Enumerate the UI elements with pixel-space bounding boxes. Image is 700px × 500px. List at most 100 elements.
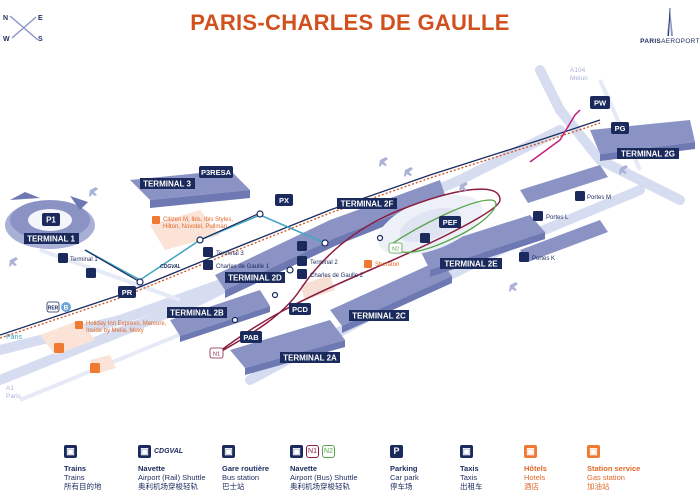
train-icon xyxy=(533,211,543,221)
label-terminal-2e: TERMINAL 2E xyxy=(444,260,498,269)
legend-title: Gare routière xyxy=(222,464,270,473)
station-terminal-3: Terminal 3 xyxy=(216,251,244,257)
legend-title: Hôtels xyxy=(524,464,547,473)
a1-paris-label: Paris xyxy=(6,393,22,400)
logo-suffix: AEROPORT xyxy=(661,38,700,45)
legend-sub: Hotels xyxy=(524,473,546,482)
legend-sub: Taxis xyxy=(460,473,478,482)
train-icon xyxy=(203,260,213,270)
shuttle-tags: N1 N2 xyxy=(209,242,403,359)
rer-label: RER xyxy=(48,306,59,312)
parking-pr: PR xyxy=(122,288,133,297)
legend-sub: Airport (Bus) Shuttle xyxy=(290,473,358,482)
paris-aeroport-logo: PARISAEROPORT xyxy=(640,6,700,48)
hotel-roissy-line2: Inside by Melia, Moxy xyxy=(86,328,144,334)
bus-shuttle-n1 xyxy=(214,188,501,356)
label-terminal-3: TERMINAL 3 xyxy=(143,180,191,189)
station-terminal-1: Terminal 1 xyxy=(70,257,98,263)
bus-icon: ▣ xyxy=(222,445,235,458)
train-icon xyxy=(575,191,585,201)
legend-title: Trains xyxy=(64,464,87,473)
station-cdg1: Charles de Gaulle 1 xyxy=(216,264,270,270)
legend-sub: Airport (Rail) Shuttle xyxy=(138,473,206,482)
rer-b-label: B xyxy=(64,305,69,312)
hotel-icon: ▣ xyxy=(524,445,537,458)
legend-title: Taxis xyxy=(460,464,479,473)
legend-title: Station service xyxy=(587,464,641,473)
bus-icon: ▣ xyxy=(290,445,303,458)
hotel-sheraton: Sheraton xyxy=(375,262,399,268)
label-terminal-1: TERMINAL 1 xyxy=(27,235,75,244)
taxi-icon xyxy=(420,233,430,243)
legend-zh: 巴士站 xyxy=(222,482,245,491)
parking-px: PX xyxy=(279,196,289,205)
parking-p3resa: P3RESA xyxy=(201,168,232,177)
compass-w: W xyxy=(3,36,10,43)
P-icon: P xyxy=(390,445,403,458)
hotel-roissy-line1: Holiday Inn Express, Mercure, xyxy=(86,321,167,327)
label-terminal-2d: TERMINAL 2D xyxy=(228,274,282,283)
station-portes-k: Portes K xyxy=(532,256,555,262)
compass-e: E xyxy=(38,15,43,22)
station-cdg2: Charles de Gaulle 2 xyxy=(310,273,364,279)
legend-title: Navette xyxy=(290,464,318,473)
legend-tag-n1: N1 xyxy=(306,445,319,458)
station-portes-l: Portes L xyxy=(546,215,569,221)
melun-label: Melun xyxy=(570,75,588,82)
a104-label: A104 xyxy=(570,67,586,74)
parking-tags: P1 P3RESA PX PR PCD PAB PEF PW PG xyxy=(42,96,629,343)
paris-direction-rail: Paris xyxy=(6,334,22,341)
label-terminal-2a: TERMINAL 2A xyxy=(283,354,337,363)
parking-pw: PW xyxy=(594,99,607,108)
legend-sub: Bus station xyxy=(222,473,260,482)
legend-zh: 奥利机场穿梭轻轨 xyxy=(138,482,198,491)
train-icon: ▣ xyxy=(138,445,151,458)
hotel-icon xyxy=(364,260,372,268)
legend-title: Parking xyxy=(390,464,418,473)
compass-s: S xyxy=(38,36,43,43)
parking-pg: PG xyxy=(615,124,626,133)
legend-tag: CDGVAL xyxy=(154,448,184,455)
cdgval-label: CDGVAL xyxy=(160,264,181,270)
taxi-icons xyxy=(86,233,430,278)
station-labels: Terminal 1 Terminal 3 Charles de Gaulle … xyxy=(58,191,611,279)
parking-p1: P1 xyxy=(46,216,56,225)
train-icon xyxy=(519,252,529,262)
train-icon: ▣ xyxy=(64,445,77,458)
taxi-icon xyxy=(297,241,307,251)
fuel-icon: ▣ xyxy=(587,445,600,458)
legend-tag-n2: N2 xyxy=(322,445,335,458)
parking-pef: PEF xyxy=(443,218,458,227)
hotel-labels: Citizen M, Ibis, Ibis Styles, Hilton, No… xyxy=(75,216,399,334)
hotel-icon xyxy=(75,321,83,329)
tag-n1: N1 xyxy=(213,352,220,358)
legend-zh: 所有目的地 xyxy=(64,482,102,491)
label-terminal-2c: TERMINAL 2C xyxy=(352,312,406,321)
legend-title: Navette xyxy=(138,464,166,473)
train-icon xyxy=(297,256,307,266)
rer-b-marker: RER B Paris A1 Paris A104 Melun xyxy=(6,67,588,400)
parking-pcd: PCD xyxy=(292,305,308,314)
hotel-icon xyxy=(152,216,160,224)
logo-prefix: PARIS xyxy=(640,38,662,45)
legend-sub: Gas station xyxy=(587,473,625,482)
taxi-icon: ▣ xyxy=(460,445,473,458)
hotel-t3-line1: Citizen M, Ibis, Ibis Styles, xyxy=(163,217,233,223)
gas-station-icons xyxy=(54,343,100,373)
legend-zh: 出租车 xyxy=(460,482,483,491)
bus-shuttle-n2 xyxy=(389,199,497,253)
train-icon xyxy=(297,269,307,279)
map-title: PARIS-CHARLES DE GAULLE xyxy=(190,10,510,35)
label-terminal-2b: TERMINAL 2B xyxy=(170,309,224,318)
legend-sub: Trains xyxy=(64,473,85,482)
a1-label: A1 xyxy=(6,385,14,392)
station-terminal-2: Terminal 2 xyxy=(310,260,338,266)
legend-zh: 停车场 xyxy=(390,482,413,491)
terminal-labels: TERMINAL 1 TERMINAL 3 TERMINAL 2F TERMIN… xyxy=(24,148,679,363)
train-icon xyxy=(58,253,68,263)
